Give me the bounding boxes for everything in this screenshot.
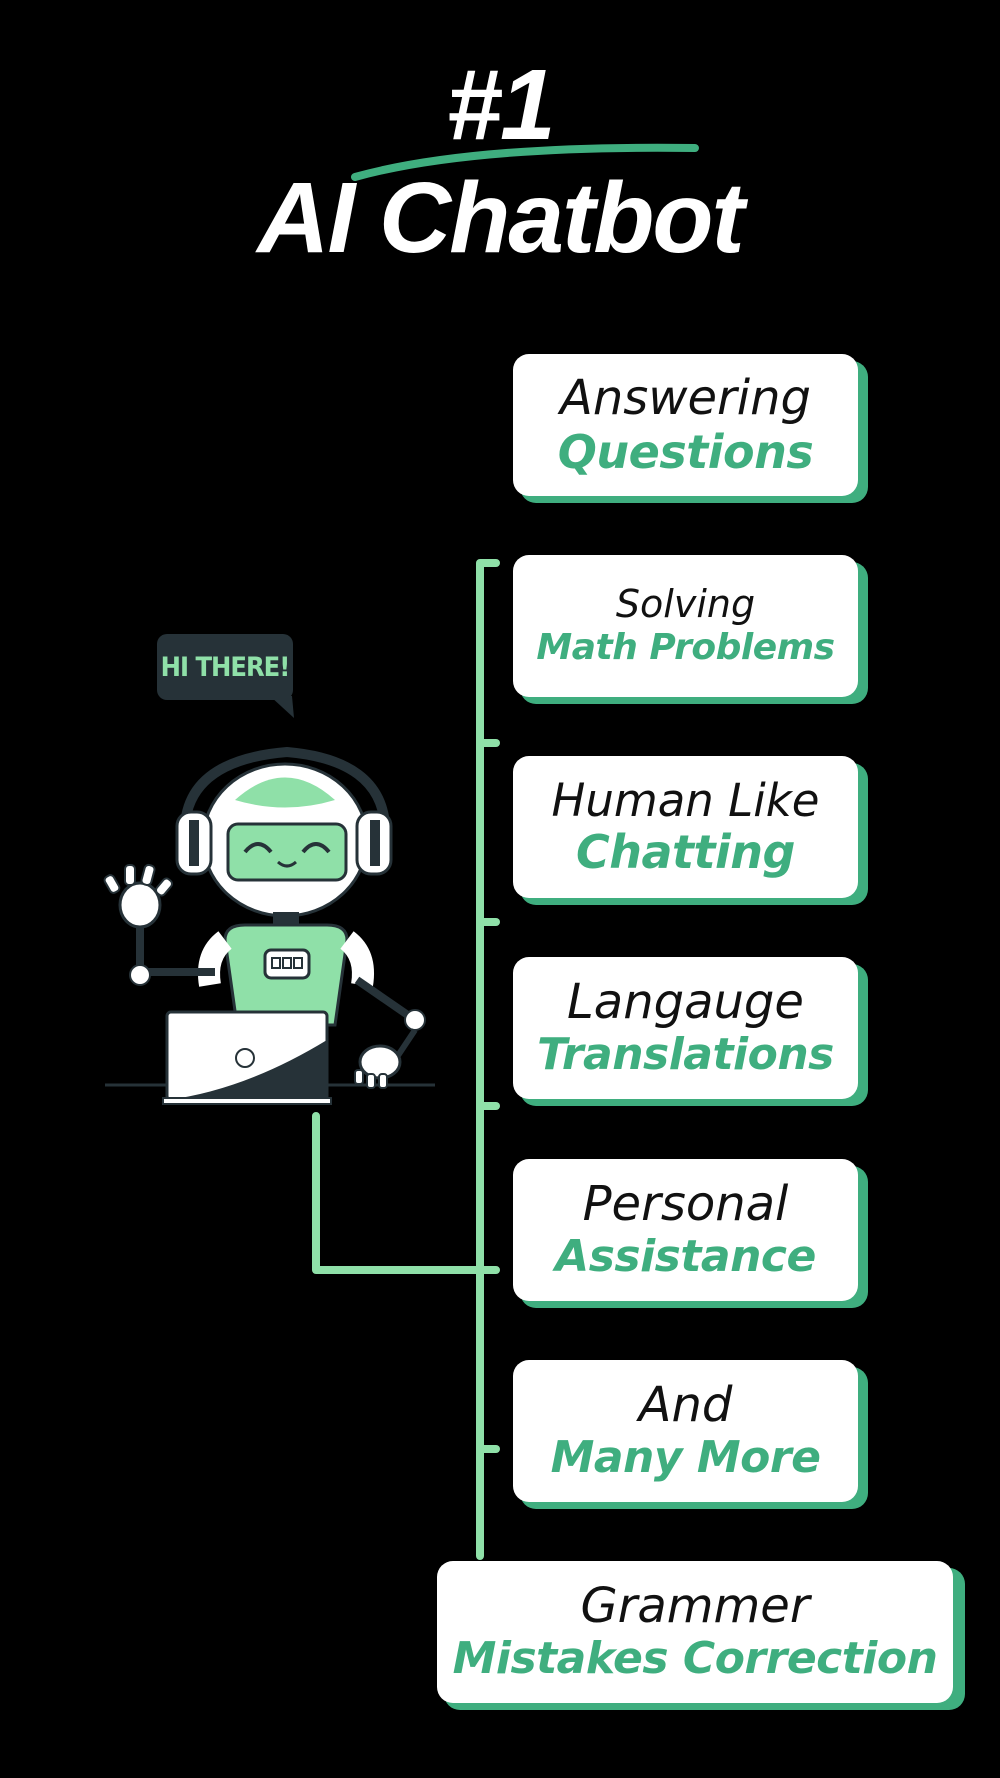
speech-bubble-text: HI THERE! [160, 651, 291, 683]
feature-card-top-text: Langauge [567, 974, 804, 1031]
page-title: AI Chatbot [257, 162, 744, 274]
feature-card-answering-questions: Answering Questions [513, 354, 858, 496]
feature-card-top-text: Human Like [551, 773, 820, 827]
feature-card-bottom-text: Questions [557, 425, 814, 480]
feature-card-top-text: And [638, 1377, 733, 1434]
feature-card-personal-assistance: Personal Assistance [513, 1159, 858, 1301]
feature-card-bottom-text: Translations [537, 1029, 834, 1081]
robot-illustration [103, 746, 435, 1105]
rank-label: #1 [446, 49, 555, 161]
feature-card-top-text: Grammer [580, 1578, 810, 1635]
feature-card-bottom-text: Mistakes Correction [452, 1633, 938, 1685]
feature-card-grammar-correction: Grammer Mistakes Correction [437, 1561, 953, 1703]
feature-card-bottom-text: Assistance [555, 1231, 816, 1283]
feature-card-bottom-text: Math Problems [536, 627, 835, 669]
feature-card-many-more: And Many More [513, 1360, 858, 1502]
feature-card-bottom-text: Many More [550, 1432, 821, 1484]
feature-card-top-text: Personal [582, 1176, 789, 1233]
feature-card-math-problems: Solving Math Problems [513, 555, 858, 697]
feature-card-human-like-chatting: Human Like Chatting [513, 756, 858, 898]
feature-card-top-text: Answering [559, 369, 811, 426]
feature-card-language-translations: Langauge Translations [513, 957, 858, 1099]
title-underline-swoosh [351, 143, 699, 181]
feature-card-top-text: Solving [615, 582, 756, 627]
feature-card-bottom-text: Chatting [576, 825, 795, 880]
speech-bubble-tail-icon [270, 696, 294, 718]
speech-bubble: HI THERE! [157, 634, 293, 700]
